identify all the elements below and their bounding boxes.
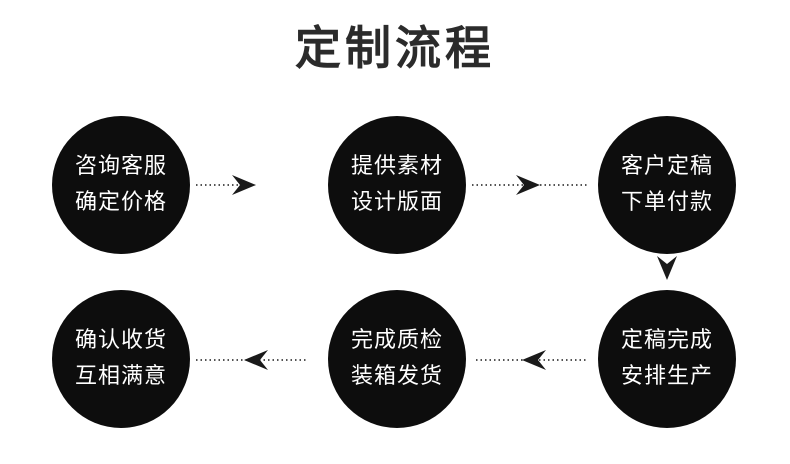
arrow-left-icon: [244, 350, 268, 370]
step-label: 咨询客服: [74, 154, 167, 179]
step-label: 客户定稿: [620, 154, 713, 179]
arrow-right-icon: [516, 175, 540, 195]
step-production: 定稿完成 安排生产: [598, 290, 736, 428]
arrow-left-icon: [522, 350, 546, 370]
step-label: 下单付款: [620, 190, 713, 215]
step-design: 提供素材 设计版面: [328, 116, 466, 254]
arrow-down-icon: [657, 256, 677, 280]
step-label: 装箱发货: [350, 364, 443, 389]
step-label: 安排生产: [620, 364, 713, 389]
step-label: 互相满意: [74, 364, 167, 389]
arrow-right-icon: [232, 175, 256, 195]
step-label: 完成质检: [350, 328, 443, 353]
step-label: 设计版面: [350, 190, 443, 215]
step-label: 提供素材: [350, 154, 443, 179]
step-shipping: 完成质检 装箱发货: [328, 290, 466, 428]
step-label: 定稿完成: [620, 328, 713, 353]
step-label: 确定价格: [74, 190, 167, 215]
step-receipt: 确认收货 互相满意: [52, 290, 190, 428]
page-title: 定制流程: [295, 21, 495, 75]
step-order: 客户定稿 下单付款: [598, 116, 736, 254]
step-label: 确认收货: [74, 328, 167, 353]
step-consult: 咨询客服 确定价格: [52, 116, 190, 254]
